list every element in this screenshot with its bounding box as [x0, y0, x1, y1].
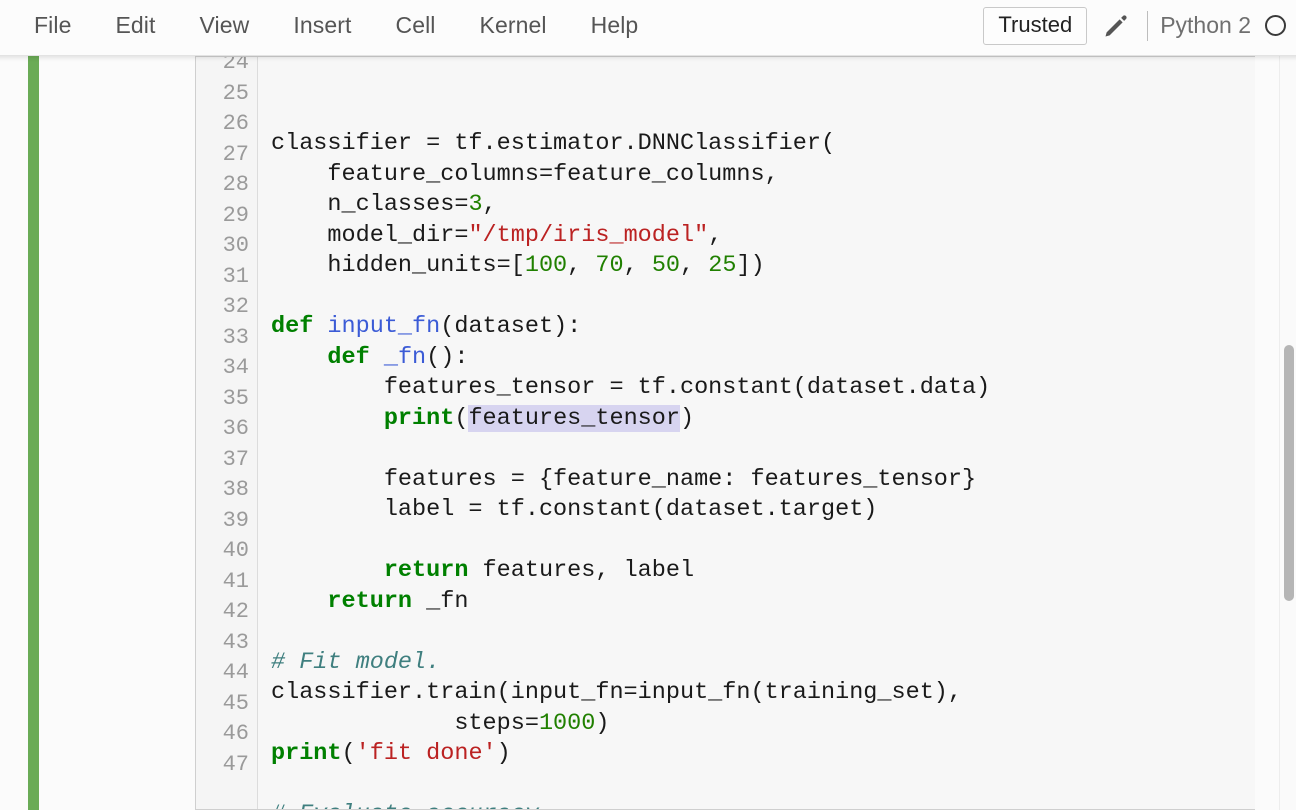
- line-number: 38: [222, 477, 249, 502]
- line-number: 39: [222, 507, 249, 533]
- line-number: 47: [222, 751, 249, 777]
- code-line: n_classes=3,: [271, 191, 497, 218]
- pencil-icon: [1105, 14, 1127, 36]
- code-line: return _fn: [327, 587, 469, 615]
- code-line: return features, label: [383, 557, 695, 584]
- menu-divider: [1147, 10, 1149, 41]
- code-line: def input_fn(dataset):: [271, 313, 582, 340]
- line-number: 31: [222, 263, 249, 289]
- code-editor[interactable]: classifier = tf.estimator.DNNClassifier(…: [258, 57, 1255, 809]
- line-number-list: 24 25 26 27 28 29 30 31 32 33 34 35 36 3…: [222, 56, 249, 780]
- menu-item-insert[interactable]: Insert: [293, 12, 352, 38]
- menu-bar-right: Trusted Python 2: [983, 6, 1296, 45]
- line-number: 28: [222, 172, 249, 197]
- menu-item-view[interactable]: View: [199, 12, 250, 38]
- trusted-badge[interactable]: Trusted: [983, 6, 1088, 45]
- code-line: [271, 282, 1255, 313]
- code-line: # Evaluate accuracy.: [271, 800, 1255, 809]
- code-line: features = {feature_name: features_tenso…: [271, 465, 977, 493]
- code-line: steps=1000): [271, 709, 610, 737]
- line-number: 29: [222, 202, 249, 228]
- line-number: 26: [222, 111, 249, 136]
- line-number: 35: [222, 385, 249, 411]
- code-line: # Fit model.: [271, 648, 441, 676]
- line-number: 32: [222, 294, 249, 319]
- notebook-body: 24 25 26 27 28 29 30 31 32 33 34 35 36 3…: [0, 56, 1296, 810]
- line-number: 42: [222, 599, 249, 624]
- line-number: 36: [222, 416, 249, 441]
- code-line: features_tensor = tf.constant(dataset.da…: [271, 374, 991, 401]
- vertical-scrollbar[interactable]: [1279, 56, 1296, 810]
- line-number: 43: [222, 629, 249, 655]
- menu-item-help[interactable]: Help: [590, 12, 639, 38]
- code-line: [271, 526, 1255, 557]
- line-number: 30: [222, 233, 249, 258]
- menu-bar: File Edit View Insert Cell Kernel Help T…: [0, 0, 1296, 56]
- line-number: 37: [222, 446, 249, 472]
- menu-item-cell[interactable]: Cell: [395, 12, 436, 38]
- code-line: feature_columns=feature_columns,: [271, 160, 779, 188]
- line-number: 41: [222, 568, 249, 594]
- code-line: def _fn():: [327, 343, 469, 371]
- code-line: model_dir="/tmp/iris_model",: [271, 221, 723, 249]
- menu-item-file[interactable]: File: [34, 12, 72, 38]
- line-number-gutter: 24 25 26 27 28 29 30 31 32 33 34 35 36 3…: [196, 56, 258, 809]
- code-line: classifier.train(input_fn=input_fn(train…: [271, 679, 963, 706]
- line-number: 27: [222, 141, 249, 167]
- selected-cell-marker: [28, 56, 39, 810]
- line-number: 45: [222, 690, 249, 716]
- menu-item-kernel[interactable]: Kernel: [479, 12, 547, 38]
- code-line: print('fit done'): [271, 740, 511, 767]
- line-number: 34: [222, 355, 249, 380]
- code-line: print(features_tensor): [383, 404, 695, 432]
- code-cell[interactable]: 24 25 26 27 28 29 30 31 32 33 34 35 36 3…: [195, 56, 1255, 810]
- menu-items: File Edit View Insert Cell Kernel Help: [0, 8, 660, 43]
- edit-mode-button[interactable]: [1087, 11, 1145, 41]
- code-line: [271, 770, 1255, 801]
- code-line: label = tf.constant(dataset.target): [271, 496, 878, 523]
- code-line: hidden_units=[100, 70, 50, 25]): [271, 252, 765, 279]
- line-number: 25: [222, 80, 249, 106]
- menu-item-edit[interactable]: Edit: [115, 12, 156, 38]
- line-number: 24: [222, 56, 249, 75]
- code-line: [271, 434, 1255, 465]
- code-line: [271, 617, 1255, 648]
- code-line: classifier = tf.estimator.DNNClassifier(: [271, 130, 836, 157]
- line-number: 33: [222, 324, 249, 350]
- kernel-name-label: Python 2: [1160, 12, 1251, 38]
- line-number: 44: [222, 660, 249, 685]
- line-number: 40: [222, 538, 249, 563]
- scrollbar-thumb[interactable]: [1284, 345, 1294, 601]
- kernel-idle-circle-icon[interactable]: [1265, 15, 1286, 36]
- line-number: 46: [222, 721, 249, 746]
